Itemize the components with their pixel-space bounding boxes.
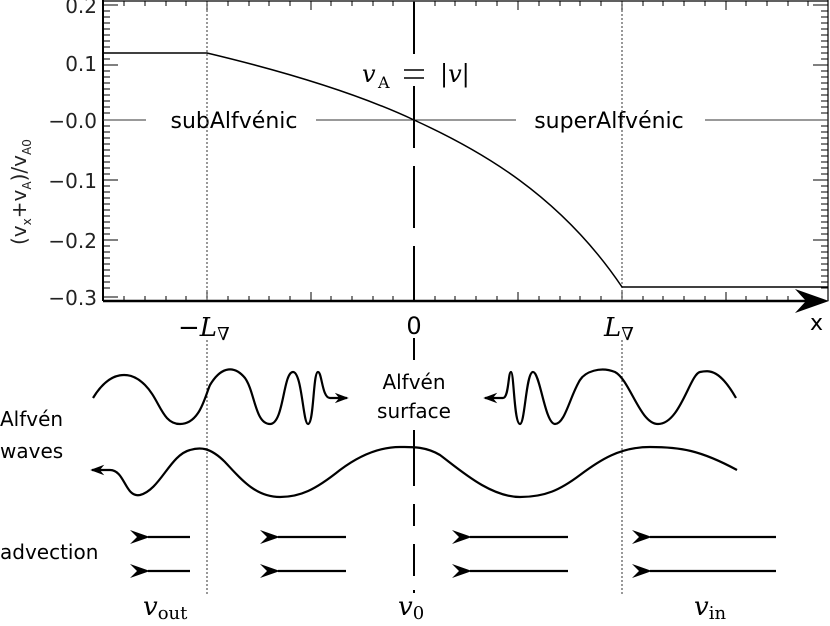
- superalfvenic-label: superAlfvénic: [534, 109, 684, 134]
- svg-text:Alfvén: Alfvén: [0, 407, 63, 431]
- x-tick-zero: 0: [406, 312, 421, 340]
- y-tick-label: −0.3: [48, 286, 97, 310]
- svg-text:|v|: |v|: [440, 60, 470, 89]
- svg-text:(vx+vA)/vA0: (vx+vA)/vA0: [7, 139, 34, 245]
- x-tick-labels: −L∇ 0 L∇ x: [178, 311, 823, 345]
- svg-text:v: v: [362, 60, 376, 88]
- incoming-wave-right: [483, 368, 737, 426]
- v-in-label: vin: [694, 592, 726, 624]
- v-out-label: vout: [143, 592, 188, 624]
- x-axis-label: x: [810, 311, 823, 336]
- x-tick-plus-l: L∇: [603, 313, 634, 345]
- advection-label: advection: [0, 540, 98, 564]
- velocity-labels: vout v0 vin: [143, 592, 726, 624]
- y-axis-ticks-right: [813, 4, 828, 289]
- svg-text:A: A: [377, 73, 390, 92]
- alfven-surface-label: Alfvén surface: [377, 370, 451, 423]
- x-axis-arrow-icon: [795, 289, 829, 313]
- alfven-waves-label: Alfvén waves: [0, 407, 63, 463]
- y-tick-label: −0.1: [48, 169, 97, 193]
- outgoing-wave-left: [92, 368, 349, 426]
- y-tick-label: −0.0: [48, 109, 97, 133]
- y-tick-labels: 0.2 0.1 −0.0 −0.1 −0.2 −0.3: [48, 0, 97, 310]
- y-tick-label: −0.2: [48, 229, 97, 253]
- y-tick-label: 0.2: [65, 0, 97, 18]
- equation-label: v A |v|: [362, 60, 470, 92]
- x-axis: [103, 289, 829, 313]
- velocity-curve: [103, 52, 828, 288]
- x-axis-ticks-top: [123, 1, 809, 10]
- subalfvenic-label: subAlfvénic: [171, 109, 298, 134]
- x-tick-minus-l: −L∇: [178, 313, 230, 345]
- y-axis-label: (vx+vA)/vA0: [7, 139, 34, 245]
- plot-frame: [102, 0, 829, 301]
- svg-text:waves: waves: [0, 439, 63, 463]
- svg-text:Alfvén: Alfvén: [382, 370, 445, 394]
- y-tick-label: 0.1: [65, 52, 97, 76]
- v-zero-label: v0: [398, 592, 424, 624]
- svg-text:surface: surface: [377, 399, 451, 423]
- boundary-lines: [206, 2, 623, 595]
- long-wave: [90, 445, 738, 499]
- y-axis-ticks-left: [103, 4, 118, 298]
- advection-arrows: [130, 530, 776, 578]
